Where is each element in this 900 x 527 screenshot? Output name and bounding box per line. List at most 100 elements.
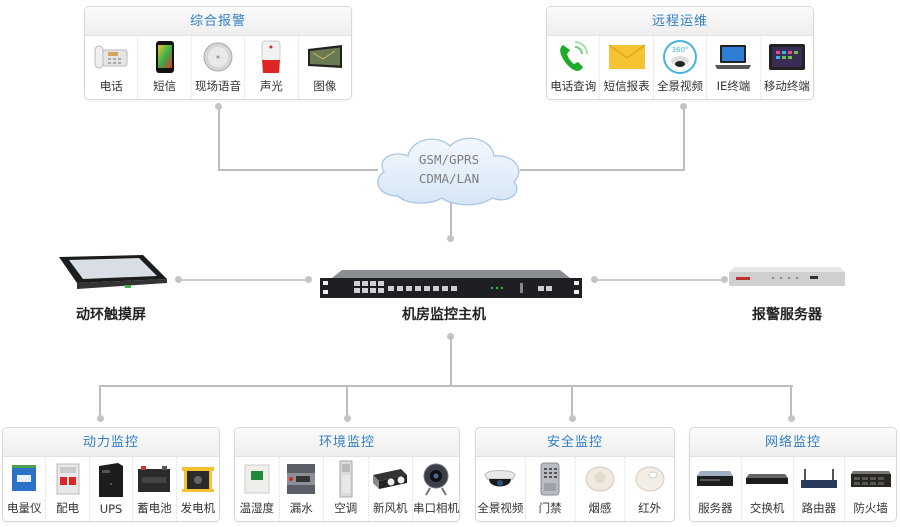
- connector-line: [450, 200, 452, 238]
- connector-line: [683, 104, 685, 170]
- connector-line: [790, 385, 792, 417]
- item-water-leak[interactable]: 漏水: [280, 457, 324, 521]
- item-label: 短信报表: [603, 79, 650, 93]
- connector-line: [346, 385, 348, 417]
- item-firewall[interactable]: 防火墙: [845, 457, 896, 521]
- fresh-air-unit-icon: [369, 457, 413, 500]
- cloud-icon: [377, 137, 520, 206]
- item-smoke-detector[interactable]: 烟感: [576, 457, 626, 521]
- panel-title: 安全监控: [476, 428, 674, 457]
- item-label: 防火墙: [853, 501, 888, 515]
- item-power-meter[interactable]: 电量仪: [3, 457, 47, 521]
- item-label: 服务器: [698, 501, 733, 515]
- 360-camera-icon: 360°: [654, 36, 706, 78]
- battery-icon: [133, 457, 175, 500]
- rack-server-icon: [690, 457, 741, 500]
- infrared-sensor-icon: [625, 457, 674, 500]
- item-serial-camera[interactable]: 串口相机: [413, 457, 459, 521]
- rack-host-icon: [320, 270, 582, 298]
- connector-line: [594, 279, 724, 281]
- connector-dot: [447, 235, 454, 242]
- item-phone-query[interactable]: 电话查询: [547, 36, 601, 99]
- network-switch-icon: [742, 457, 793, 500]
- connector-line: [571, 385, 573, 417]
- item-label: 移动终端: [763, 79, 810, 93]
- desk-phone-icon: [85, 36, 137, 78]
- item-label: 图像: [313, 79, 337, 93]
- laptop-icon: [707, 36, 759, 78]
- item-label: 路由器: [801, 501, 837, 515]
- connector-dot: [344, 415, 351, 422]
- item-ups[interactable]: UPS: [90, 457, 134, 521]
- item-fresh-air[interactable]: 新风机: [369, 457, 413, 521]
- item-label: 声光: [259, 79, 283, 93]
- alarm-server-icon: [729, 267, 845, 286]
- panel-title: 综合报警: [85, 7, 351, 36]
- item-label: UPS: [99, 502, 123, 516]
- item-label: 红外: [638, 501, 662, 515]
- connector-line: [520, 169, 685, 171]
- item-switch[interactable]: 交换机: [742, 457, 794, 521]
- panel-title: 环境监控: [235, 428, 459, 457]
- item-label: 温湿度: [239, 501, 275, 515]
- touchscreen-icon: [59, 255, 167, 289]
- connector-line: [450, 336, 452, 386]
- alarm-server-label: 报警服务器: [752, 307, 822, 323]
- svg-text:360°: 360°: [672, 46, 689, 54]
- item-sms-report[interactable]: 短信报表: [600, 36, 654, 99]
- item-router[interactable]: 路由器: [794, 457, 846, 521]
- item-label: 新风机: [373, 501, 408, 515]
- item-label: 电话: [99, 79, 123, 93]
- item-label: 全景视频: [657, 79, 704, 93]
- connector-dot: [788, 415, 795, 422]
- item-label: 烟感: [588, 501, 612, 515]
- item-infrared[interactable]: 红外: [625, 457, 674, 521]
- connector-line: [218, 104, 220, 170]
- strobe-siren-icon: [245, 36, 297, 78]
- item-mobile-terminal[interactable]: 移动终端: [761, 36, 813, 99]
- item-label: 配电: [56, 501, 80, 515]
- item-label: 发电机: [180, 501, 216, 515]
- phone-call-icon: [547, 36, 599, 78]
- firewall-icon: [845, 457, 896, 500]
- cloud-line-2: CDMA/LAN: [418, 171, 480, 186]
- connector-dot: [215, 103, 222, 110]
- item-temp-humidity[interactable]: 温湿度: [235, 457, 280, 521]
- item-sms[interactable]: 短信: [138, 36, 192, 99]
- item-panorama-video[interactable]: 360° 全景视频: [654, 36, 708, 99]
- item-label: 电话查询: [550, 79, 597, 93]
- circuit-breaker-icon: [46, 457, 88, 500]
- connector-dot: [175, 276, 182, 283]
- item-label: 全景视频: [477, 501, 524, 515]
- monitoring-host-device[interactable]: [320, 268, 582, 300]
- panel-environment-monitoring: 环境监控 温湿度 漏水 空调 新风机: [234, 427, 460, 522]
- item-power-distribution[interactable]: 配电: [46, 457, 90, 521]
- item-ie-terminal[interactable]: IE终端: [707, 36, 761, 99]
- connector-dot: [680, 103, 687, 110]
- air-conditioner-icon: [324, 457, 368, 500]
- alarm-server-device[interactable]: [728, 266, 846, 290]
- connector-dot: [305, 276, 312, 283]
- connector-dot: [97, 415, 104, 422]
- item-strobe[interactable]: 声光: [245, 36, 299, 99]
- panel-power-monitoring: 动力监控 电量仪 配电 UPS 蓄电池: [2, 427, 220, 522]
- panel-title: 远程运维: [547, 7, 813, 36]
- panel-title: 动力监控: [3, 428, 219, 457]
- touchscreen-label: 动环触摸屏: [76, 307, 146, 323]
- item-air-conditioner[interactable]: 空调: [324, 457, 369, 521]
- item-dome-camera[interactable]: 全景视频: [476, 457, 526, 521]
- item-image[interactable]: 图像: [299, 36, 351, 99]
- item-server[interactable]: 服务器: [690, 457, 742, 521]
- item-label: 漏水: [289, 501, 313, 515]
- item-generator[interactable]: 发电机: [177, 457, 219, 521]
- item-phone[interactable]: 电话: [85, 36, 139, 99]
- access-keypad-icon: [526, 457, 575, 500]
- item-label: 短信: [153, 79, 177, 93]
- ceiling-speaker-icon: [192, 36, 244, 78]
- item-onsite-voice[interactable]: 现场语音: [192, 36, 246, 99]
- item-access-control[interactable]: 门禁: [526, 457, 576, 521]
- item-label: 蓄电池: [137, 501, 172, 515]
- touchscreen-device[interactable]: [55, 253, 170, 298]
- item-battery[interactable]: 蓄电池: [133, 457, 177, 521]
- power-meter-icon: [3, 457, 45, 500]
